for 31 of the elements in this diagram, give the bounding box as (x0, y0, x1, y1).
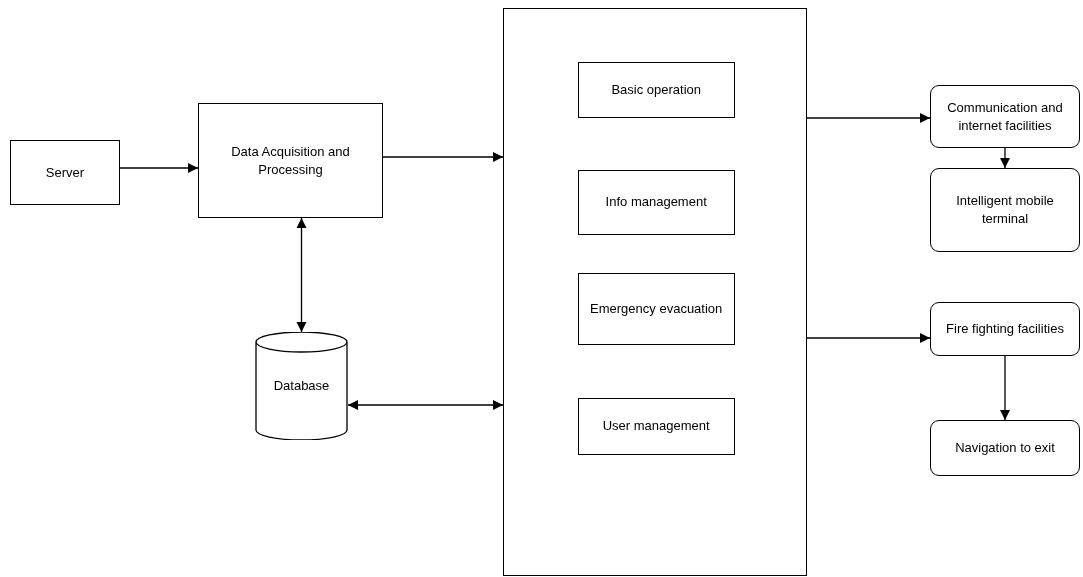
arrow (296, 217, 307, 333)
rounded-box (930, 302, 1080, 356)
arrow (119, 162, 199, 174)
rounded-box (930, 85, 1080, 148)
process-box (198, 103, 383, 218)
process-box (577, 397, 735, 455)
process-box (577, 272, 735, 345)
node-label: Fire fighting facilities (945, 320, 1065, 338)
node-label: Communication and internet facilities (946, 98, 1064, 135)
rounded-box (930, 420, 1080, 476)
process-box (10, 140, 120, 205)
arrow (347, 399, 504, 411)
arrow (806, 112, 931, 124)
node-label: Navigation to exit (954, 439, 1056, 457)
node-label: Database (272, 377, 331, 395)
arrow (999, 147, 1011, 169)
node-label: Basic operation (610, 80, 702, 99)
arrow (806, 332, 931, 344)
rounded-box (930, 168, 1080, 252)
arrow (999, 355, 1011, 421)
node-label: Data Acquisition and Processing (230, 142, 351, 179)
node-label: Server (44, 163, 86, 182)
node-label: Intelligent mobile terminal (955, 192, 1055, 228)
database-cylinder (255, 332, 348, 440)
arrow (382, 151, 504, 163)
process-box (577, 169, 735, 235)
node-label: Info management (604, 193, 708, 211)
node-label: Emergency evacuation (589, 299, 724, 318)
container-box (503, 8, 807, 576)
node-label: User management (601, 417, 711, 435)
process-box (577, 61, 735, 118)
